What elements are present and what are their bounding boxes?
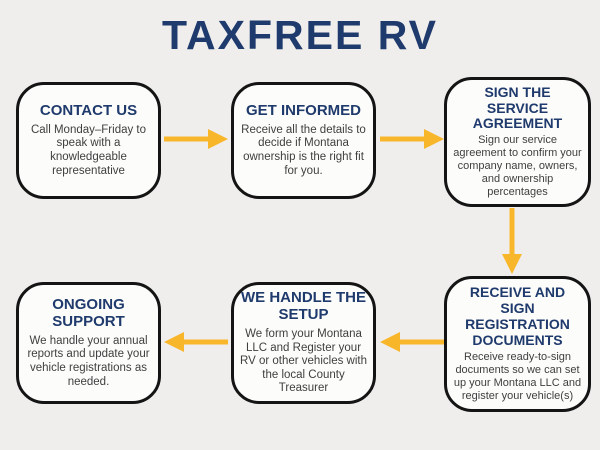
step-body-get-informed: Receive all the details to decide if Mon… xyxy=(241,123,366,177)
step-box-ongoing-support: ONGOING SUPPORT We handle your annual re… xyxy=(16,282,161,404)
step-body-contact-us: Call Monday–Friday to speak with a knowl… xyxy=(30,123,147,177)
step-heading-we-handle-the-setup: WE HANDLE THE SETUP xyxy=(241,289,366,324)
arrow-down-icon xyxy=(502,208,522,274)
step-body-ongoing-support: We handle your annual reports and update… xyxy=(27,334,150,388)
page-title: TAXFREE RV xyxy=(162,12,438,58)
step-box-sign-the-service-agreement: SIGN THE SERVICE AGREEMENT Sign our serv… xyxy=(444,77,591,207)
arrow-right-icon xyxy=(164,129,228,149)
step-box-we-handle-the-setup: WE HANDLE THE SETUP We form your Montana… xyxy=(231,282,376,404)
arrow-right-icon xyxy=(380,129,444,149)
arrow-left-icon xyxy=(380,332,444,352)
step-heading-get-informed: GET INFORMED xyxy=(246,101,361,119)
step-heading-ongoing-support: ONGOING SUPPORT xyxy=(52,295,125,330)
step-heading-receive-and-sign-registration-documents: RECEIVE AND SIGN REGISTRATION DOCUMENTS xyxy=(465,284,570,348)
step-body-we-handle-the-setup: We form your Montana LLC and Register yo… xyxy=(240,328,367,395)
step-body-sign-the-service-agreement: Sign our service agreement to confirm yo… xyxy=(453,134,582,199)
step-box-get-informed: GET INFORMED Receive all the details to … xyxy=(231,82,376,199)
arrow-left-icon xyxy=(164,332,228,352)
step-box-receive-and-sign-registration-documents: RECEIVE AND SIGN REGISTRATION DOCUMENTS … xyxy=(444,276,591,412)
step-body-receive-and-sign-registration-documents: Receive ready-to-sign documents so we ca… xyxy=(453,350,582,402)
step-heading-contact-us: CONTACT US xyxy=(39,101,138,119)
step-heading-sign-the-service-agreement: SIGN THE SERVICE AGREEMENT xyxy=(472,83,563,132)
step-box-contact-us: CONTACT US Call Monday–Friday to speak w… xyxy=(16,82,161,199)
